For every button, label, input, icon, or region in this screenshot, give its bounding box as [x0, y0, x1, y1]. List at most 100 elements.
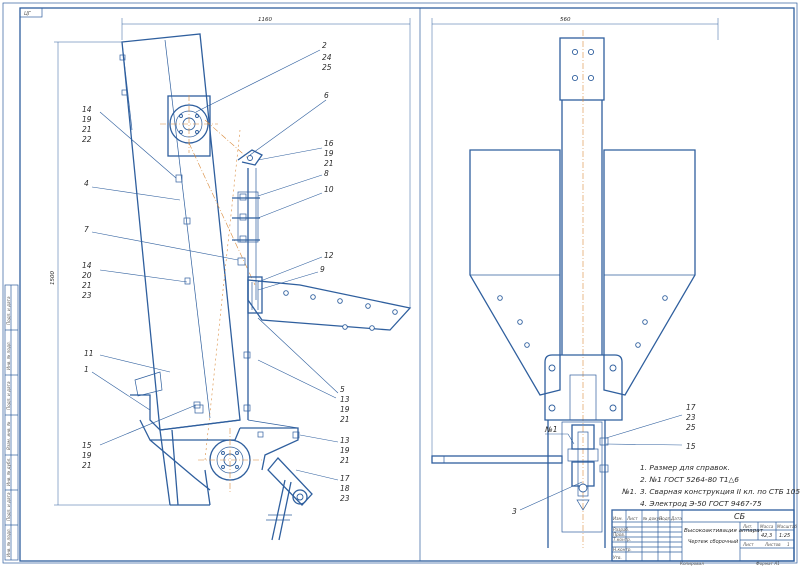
front-view-callouts: 17 23 25 15 3 [512, 403, 696, 516]
title-row-2: Разраб. [613, 527, 629, 532]
callout-21-top: 21 [82, 125, 92, 134]
title-row-6: Утв. [613, 555, 622, 560]
callout-24: 24 [322, 53, 332, 62]
callout-22: 22 [82, 135, 92, 144]
title-block: СБ Высокоактивация аппарат Чертеж сбороч… [611, 509, 797, 562]
callout-12: 12 [324, 251, 334, 260]
callout-15: 15 [82, 441, 92, 450]
title-scale-value: 1:25 [779, 533, 790, 539]
front-width-dimension: 560 [560, 17, 571, 23]
margin-label-6: Подп. и дата [6, 492, 11, 521]
callout-11: 11 [84, 349, 94, 358]
callout-25: 25 [322, 63, 332, 72]
front-lower-housing [547, 420, 609, 548]
callout-19-mid: 19 [324, 149, 334, 158]
title-row-4: Т.контр. [613, 537, 631, 542]
callout-14-top: 14 [82, 105, 92, 114]
margin-label-5: Инв. № дубл. [6, 457, 11, 486]
callout-4: 4 [84, 179, 89, 188]
callout-19-c: 19 [340, 446, 350, 455]
callout-7: 7 [84, 225, 89, 234]
footer-copied: Копировал [680, 561, 704, 566]
front-callout-23: 23 [686, 413, 696, 422]
callout-6: 6 [324, 91, 329, 100]
callout-18: 18 [340, 484, 350, 493]
note-3-mark: №1. [621, 487, 637, 496]
title-name-line2: Чертеж сборочный [688, 539, 739, 545]
callout-20: 20 [82, 271, 92, 280]
callout-14-low: 14 [82, 261, 92, 270]
note-3: 3. Сварная конструкция II кл. по СТБ 105… [640, 487, 800, 496]
callout-19-top: 19 [82, 115, 92, 124]
side-view-leaders [91, 49, 339, 481]
callout-9: 9 [320, 265, 325, 274]
callout-19-a: 19 [340, 405, 350, 414]
margin-stamp-strip: Подп. и дата Инв. № подл. Подп. и дата В… [4, 284, 19, 561]
margin-label-4: Взам. инв. № [6, 421, 11, 450]
side-height-dimension: 1500 [50, 271, 56, 285]
callout-19-b: 19 [82, 451, 92, 460]
front-column [559, 30, 605, 548]
callout-5: 5 [340, 385, 345, 394]
title-col-sheet: Лист [626, 516, 638, 521]
callout-17: 17 [340, 474, 350, 483]
title-name-line1: Высокоактивация аппарат [684, 528, 764, 534]
margin-label-3: Подп. и дата [6, 381, 11, 410]
title-doc-code: СБ [734, 512, 746, 521]
callout-21-a: 21 [340, 415, 350, 424]
title-col-docnum: № докум. [642, 516, 664, 521]
margin-label-2: Инв. № подл. [6, 341, 11, 370]
note-2: 2. №1 ГОСТ 5264-80 Т1△6 [640, 475, 739, 484]
title-row-1: Изм. [613, 516, 623, 521]
callout-23-b: 23 [340, 494, 350, 503]
title-col-lit: Лит. [742, 524, 753, 529]
front-lower-bracket [544, 354, 623, 421]
note-1: 1. Размер для справок. [640, 463, 730, 472]
bottom-pulley-assembly [198, 428, 262, 492]
title-row-3: Пров. [613, 532, 625, 537]
callout-21-mid: 21 [324, 159, 334, 168]
callout-1: 1 [84, 365, 89, 374]
callout-13-a: 13 [340, 395, 350, 404]
title-sheets-value: 1 [787, 542, 790, 547]
margin-label-7: Инв. № подл. [6, 528, 11, 557]
title-col-sign: Подп. [659, 516, 672, 521]
front-tie-bar [431, 455, 563, 464]
front-view: 560 [431, 17, 719, 548]
front-callout-3: 3 [512, 507, 517, 516]
callout-21-b: 21 [82, 461, 92, 470]
title-mass-value: 42,3 [761, 533, 772, 539]
title-row-5: Н.контр. [613, 547, 632, 552]
callout-21-low: 21 [82, 281, 92, 290]
front-hoppers [469, 149, 696, 396]
front-view-leaders [519, 414, 683, 511]
inclined-column [121, 33, 241, 506]
side-view-dimensions: 1160 1500 [50, 17, 411, 506]
callout-23-low: 23 [82, 291, 92, 300]
front-callout-25: 25 [686, 423, 696, 432]
front-callout-17: 17 [686, 403, 696, 412]
note-4: 4. Электрод Э-50 ГОСТ 9467-75 [640, 499, 762, 508]
title-sheets-label: Листов [764, 542, 781, 547]
fasteners [119, 54, 300, 439]
side-width-dimension: 1160 [258, 17, 272, 23]
callout-2: 2 [322, 41, 327, 50]
technical-notes: 1. Размер для справок. 2. №1 ГОСТ 5264-8… [621, 463, 800, 508]
base-frame [130, 371, 299, 491]
callout-13-b: 13 [340, 436, 350, 445]
callout-10: 10 [324, 185, 334, 194]
tensioner-bracket [237, 149, 263, 166]
swing-arm [266, 457, 313, 541]
side-view: 1160 1500 [50, 17, 412, 541]
callout-8: 8 [324, 169, 329, 178]
title-col-mass: Масса [760, 524, 774, 529]
front-callout-15: 15 [686, 442, 696, 451]
weld-mark: №1 [544, 425, 558, 434]
callout-16: 16 [324, 139, 334, 148]
corner-mark: ЦГ [24, 11, 32, 17]
front-view-dimension: 560 [431, 17, 719, 460]
footer-format: Формат А1 [756, 561, 780, 566]
title-col-date: Дата [670, 516, 682, 521]
